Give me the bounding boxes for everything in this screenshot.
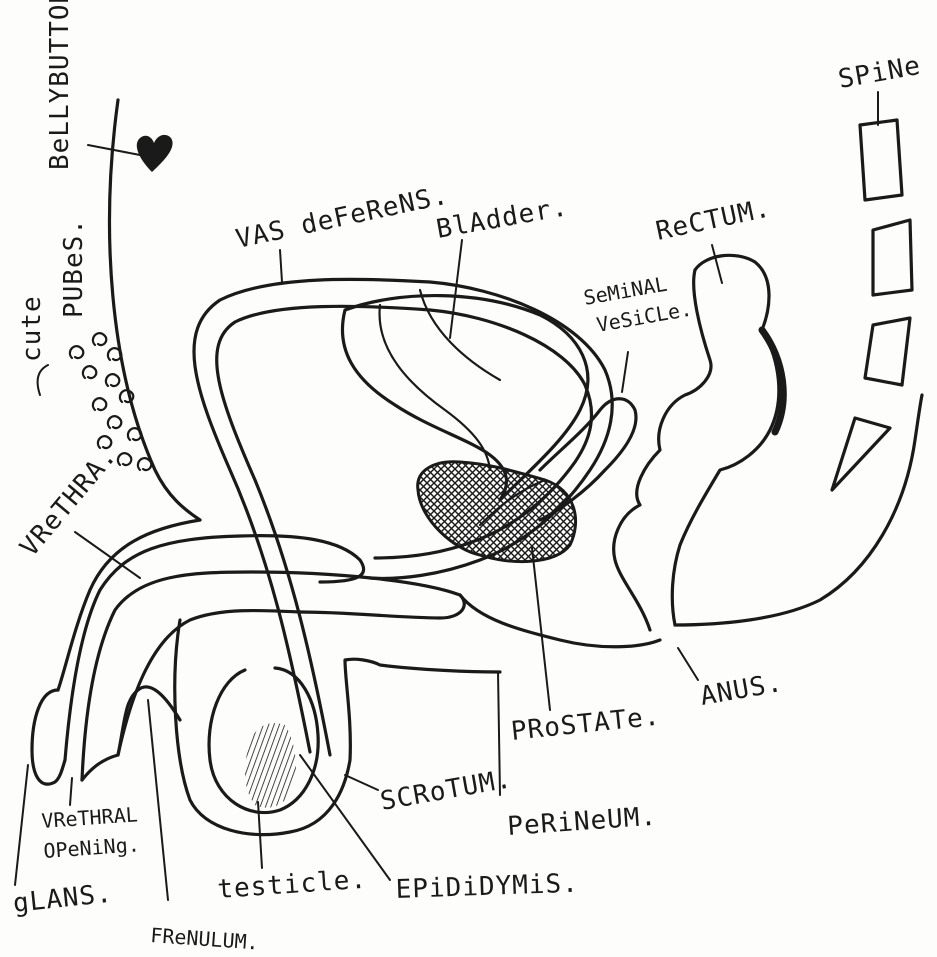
label-anus: ANUS. bbox=[698, 668, 785, 712]
label-frenulum: FReNULUM. bbox=[150, 923, 260, 955]
label-rectum: ReCTUM. bbox=[653, 193, 773, 247]
label-scrotum: SCRoTUM. bbox=[378, 764, 514, 817]
label-glans: gLANS. bbox=[12, 879, 115, 919]
label-opening: OPeNiNg. bbox=[43, 832, 141, 863]
label-urethra: VReTHRA. bbox=[14, 441, 123, 562]
label-vas-deferens: VAS deFeReNS. bbox=[233, 180, 451, 254]
label-urethral: VReTHRAL bbox=[41, 802, 139, 833]
label-bellybutton: BeLLYBUTTON. bbox=[45, 0, 75, 170]
label-bladder: BlAdder. bbox=[434, 192, 570, 245]
label-epididymis: EPiDiDYMiS. bbox=[395, 869, 579, 905]
label-perineum: PeRiNeUM. bbox=[506, 802, 658, 842]
label-pubes: PUBeS. bbox=[59, 218, 89, 318]
label-testicle: testicle. bbox=[216, 865, 368, 905]
label-spine: SPiNe bbox=[836, 51, 923, 95]
label-prostate: PRoSTATe. bbox=[510, 701, 662, 747]
label-cute: cute bbox=[17, 295, 47, 362]
